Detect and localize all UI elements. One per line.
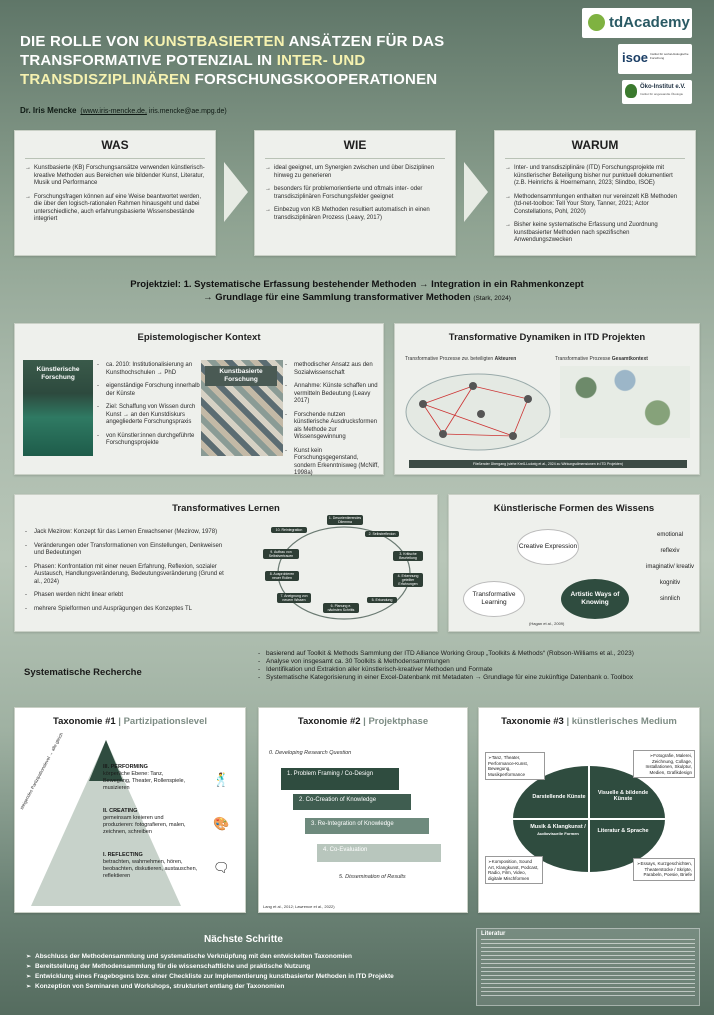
transformative-learning-circle: Transformative Learning — [463, 581, 525, 617]
next-steps-list: Abschluss der Methodensammlung und syste… — [26, 952, 456, 992]
was-item: Forschungsfragen können auf eine Weise b… — [25, 194, 205, 224]
phase-step: 4. Co-Evaluation — [317, 844, 441, 862]
isoe-logo: isoe Institut für sozial-ökologische For… — [618, 44, 692, 74]
author-website-link[interactable]: (www.iris-mencke.de, — [80, 108, 147, 115]
literature-box: Literatur — [476, 928, 700, 1006]
learning-box: Transformatives Lernen Jack Mezirow: Kon… — [14, 494, 438, 632]
taxonomy-1-box: Taxonomie #1 | Partizipationslevel steig… — [14, 707, 246, 913]
cycle-step: 1. Desorientierendes Dilemma — [327, 515, 363, 525]
artistic-research-image — [23, 360, 93, 456]
arrow-right-icon — [224, 162, 248, 222]
oeko-institut-logo: Öko-Institut e.V. Institut für angewandt… — [622, 80, 692, 104]
was-item: Kunstbasierte (KB) Forschungsansätze ver… — [25, 165, 205, 188]
knowledge-forms-box: Künstlerische Formen des Wissens Creativ… — [448, 494, 700, 632]
research-title: Systematische Recherche — [24, 667, 142, 678]
poster-title: DIE ROLLE VON KUNSTBASIERTEN ANSÄTZEN FÜ… — [20, 33, 445, 88]
cycle-step: 3. Kritische Beurteilung — [393, 551, 423, 561]
wie-box: WIE ideal geeignet, um Synergien zwische… — [254, 130, 456, 256]
taxonomy-3-box: Taxonomie #3 | künstlerisches Medium Dar… — [478, 707, 700, 913]
cycle-step: 10. Reintegration — [271, 527, 307, 533]
taxonomy-2-box: Taxonomie #2 | Projektphase 0. Developin… — [258, 707, 468, 913]
actor-network-diagram — [405, 373, 551, 451]
medium-ellipse — [513, 766, 665, 872]
cycle-step: 7. Aneignung von neuem Wissen — [277, 593, 311, 603]
warum-item: Inter- und transdisziplinäre (ITD) Forsc… — [505, 165, 685, 188]
warum-item: Bisher keine systematische Erfassung und… — [505, 222, 685, 245]
context-images-collage — [560, 366, 690, 438]
warum-item: Methodensammlungen enthalten nur vereinz… — [505, 194, 685, 217]
was-box: WAS Kunstbasierte (KB) Forschungsansätze… — [14, 130, 216, 256]
phase-step: 2. Co-Creation of Knowledge — [293, 794, 411, 810]
tdacademy-logo: tdAcademy — [582, 8, 692, 38]
wie-item: besonders für problemorientierte und oft… — [265, 186, 445, 201]
cycle-step: 9. Aufbau von Selbstvertrauen — [263, 549, 299, 559]
discussion-icon: 🗨 — [213, 860, 230, 875]
participation-pyramid — [31, 740, 181, 906]
cycle-step: 6. Planung e. nächsten Schritts — [323, 603, 359, 613]
epistemology-box: Epistemologischer Kontext Künstlerische … — [14, 323, 384, 476]
arrow-right-icon — [464, 162, 488, 222]
author-line: Dr. Iris Mencke (www.iris-mencke.de, iri… — [20, 106, 227, 115]
cycle-step: 8. Ausprobieren neuer Rollen — [265, 571, 299, 581]
transition-bar: Fließender Übergang (siehe Kreß-Ludwig e… — [409, 460, 687, 468]
phase-step: 3. Re-Integration of Knowledge — [305, 818, 429, 834]
cycle-step: 4. Erkennung geteilter Erfahrungen — [393, 573, 423, 587]
literature-references — [481, 939, 695, 999]
palette-icon: 🎨 — [213, 816, 230, 831]
next-steps-title: Nächste Schritte — [204, 934, 283, 945]
artistic-ways-circle: Artistic Ways of Knowing — [561, 579, 629, 619]
dancers-icon: 🕺 — [213, 772, 230, 787]
creative-expression-circle: Creative Expression — [517, 529, 579, 565]
phase-step: 1. Problem Framing / Co-Design — [281, 768, 399, 790]
cycle-step: 2. Selbstreflexion — [365, 531, 399, 537]
cycle-step: 5. Erkundung — [367, 597, 397, 603]
wie-item: ideal geeignet, um Synergien zwischen un… — [265, 165, 445, 180]
dynamics-box: Transformative Dynamiken in ITD Projekte… — [394, 323, 700, 475]
research-list: basierend auf Toolkit & Methods Sammlung… — [258, 650, 698, 682]
warum-box: WARUM Inter- und transdisziplinäre (ITD)… — [494, 130, 696, 256]
wie-item: Einbezug von KB Methoden resultiert auto… — [265, 207, 445, 222]
project-goal: Projektziel: 1. Systematische Erfassung … — [130, 279, 584, 303]
